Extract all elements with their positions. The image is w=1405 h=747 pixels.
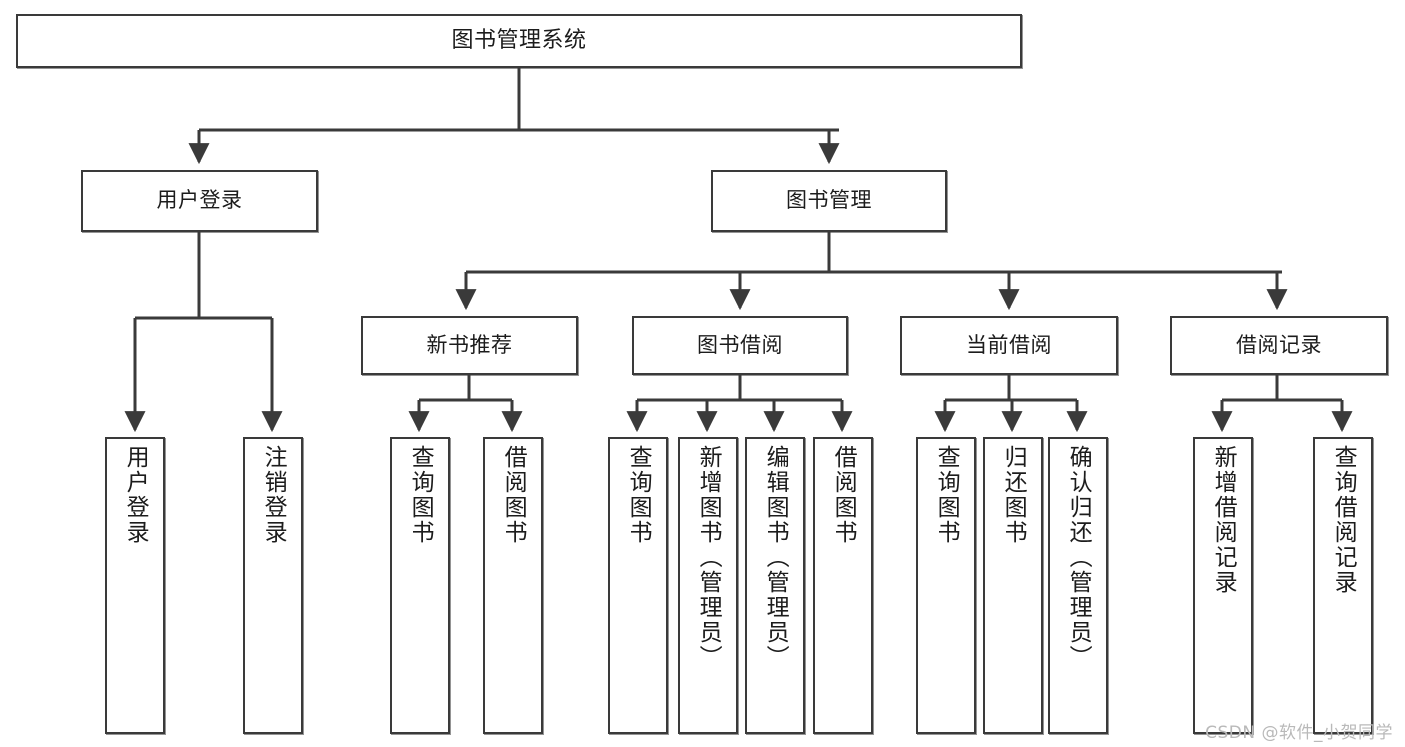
- node-label: 图书管理: [786, 188, 872, 213]
- node-label: 用户登录: [122, 445, 149, 545]
- node-label: 新增借阅记录: [1210, 445, 1237, 595]
- leaf-borrow-borrow-book[interactable]: 借阅图书: [813, 437, 873, 734]
- leaf-user-login-signin[interactable]: 用户登录: [105, 437, 165, 734]
- leaf-records-query-record[interactable]: 查询借阅记录: [1313, 437, 1373, 734]
- node-label: 归还图书: [1000, 445, 1027, 545]
- node-label: 图书借阅: [697, 332, 783, 357]
- leaf-new-book-borrow[interactable]: 借阅图书: [483, 437, 543, 734]
- leaf-borrow-query-book[interactable]: 查询图书: [608, 437, 668, 734]
- node-label: 查询图书: [625, 445, 652, 545]
- node-label: 编辑图书（管理员）: [762, 445, 789, 670]
- node-borrow-records[interactable]: 借阅记录: [1170, 316, 1388, 375]
- node-label: 查询借阅记录: [1330, 445, 1357, 595]
- node-label: 查询图书: [933, 445, 960, 545]
- node-label: 借阅图书: [830, 445, 857, 545]
- node-new-book-recommend[interactable]: 新书推荐: [361, 316, 578, 375]
- leaf-new-book-query[interactable]: 查询图书: [390, 437, 450, 734]
- node-label: 图书管理系统: [451, 27, 587, 53]
- node-root-system[interactable]: 图书管理系统: [16, 14, 1022, 68]
- node-label: 借阅记录: [1236, 332, 1322, 357]
- node-label: 用户登录: [156, 188, 243, 213]
- csdn-watermark: CSDN @软件_小贺同学: [1205, 723, 1393, 743]
- node-label: 当前借阅: [966, 332, 1052, 357]
- node-label: 新书推荐: [426, 332, 513, 357]
- node-current-borrow[interactable]: 当前借阅: [900, 316, 1118, 375]
- node-label: 借阅图书: [500, 445, 527, 545]
- node-book-borrow[interactable]: 图书借阅: [632, 316, 848, 375]
- leaf-borrow-add-book[interactable]: 新增图书（管理员）: [678, 437, 738, 734]
- leaf-records-add-record[interactable]: 新增借阅记录: [1193, 437, 1253, 734]
- leaf-current-query-book[interactable]: 查询图书: [916, 437, 976, 734]
- node-label: 确认归还（管理员）: [1065, 445, 1092, 670]
- node-label: 查询图书: [407, 445, 434, 545]
- leaf-borrow-edit-book[interactable]: 编辑图书（管理员）: [745, 437, 805, 734]
- node-user-login[interactable]: 用户登录: [81, 170, 318, 232]
- node-book-management[interactable]: 图书管理: [711, 170, 947, 232]
- node-label: 新增图书（管理员）: [695, 445, 722, 670]
- leaf-current-confirm-return[interactable]: 确认归还（管理员）: [1048, 437, 1108, 734]
- leaf-user-login-signout[interactable]: 注销登录: [243, 437, 303, 734]
- node-label: 注销登录: [260, 445, 287, 545]
- leaf-current-return-book[interactable]: 归还图书: [983, 437, 1043, 734]
